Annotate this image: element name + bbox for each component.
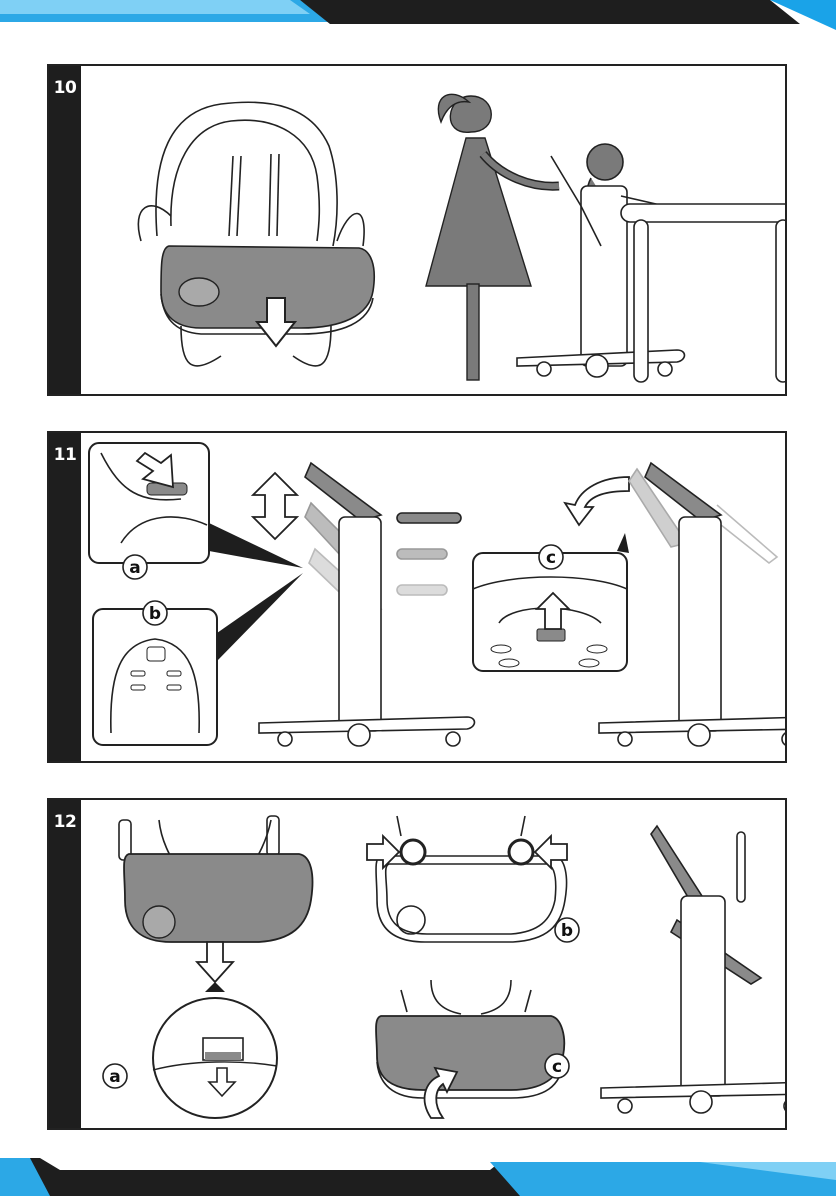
up-down-arrow-icon bbox=[253, 473, 297, 539]
footer-bar bbox=[0, 1150, 836, 1196]
callout-c: c bbox=[546, 548, 556, 568]
step-number-strip bbox=[49, 800, 81, 1128]
callout-b: b bbox=[149, 604, 161, 624]
step-11-illustration: a b c bbox=[81, 433, 785, 761]
table bbox=[621, 204, 785, 382]
callout-c: c bbox=[552, 1057, 562, 1077]
tray-outline bbox=[376, 856, 567, 942]
child-highchair bbox=[517, 144, 685, 377]
callout-a: a bbox=[109, 1067, 120, 1087]
step-10-panel: 10 bbox=[47, 64, 787, 396]
step-number: 12 bbox=[49, 812, 81, 832]
step-number: 11 bbox=[49, 445, 81, 465]
step-10-illustration bbox=[81, 66, 785, 394]
highchair-height-adjust bbox=[259, 463, 475, 746]
callout-b: b bbox=[561, 921, 573, 941]
curved-arrow-icon bbox=[565, 477, 629, 525]
callout-a: a bbox=[129, 558, 140, 578]
step-11-panel: 11 a b bbox=[47, 431, 787, 763]
header-bar bbox=[0, 0, 836, 32]
step-12-panel: 12 a b bbox=[47, 798, 787, 1130]
release-button-left bbox=[401, 840, 425, 864]
step-number-strip bbox=[49, 66, 81, 394]
arrow-down-icon bbox=[197, 942, 233, 982]
tray-flip bbox=[376, 1016, 564, 1090]
step-number-strip bbox=[49, 433, 81, 761]
woman-figure bbox=[426, 94, 559, 380]
step-12-illustration: a b c bbox=[81, 800, 785, 1128]
highchair-folded bbox=[601, 826, 785, 1113]
step-number: 10 bbox=[49, 78, 81, 98]
release-button-right bbox=[509, 840, 533, 864]
